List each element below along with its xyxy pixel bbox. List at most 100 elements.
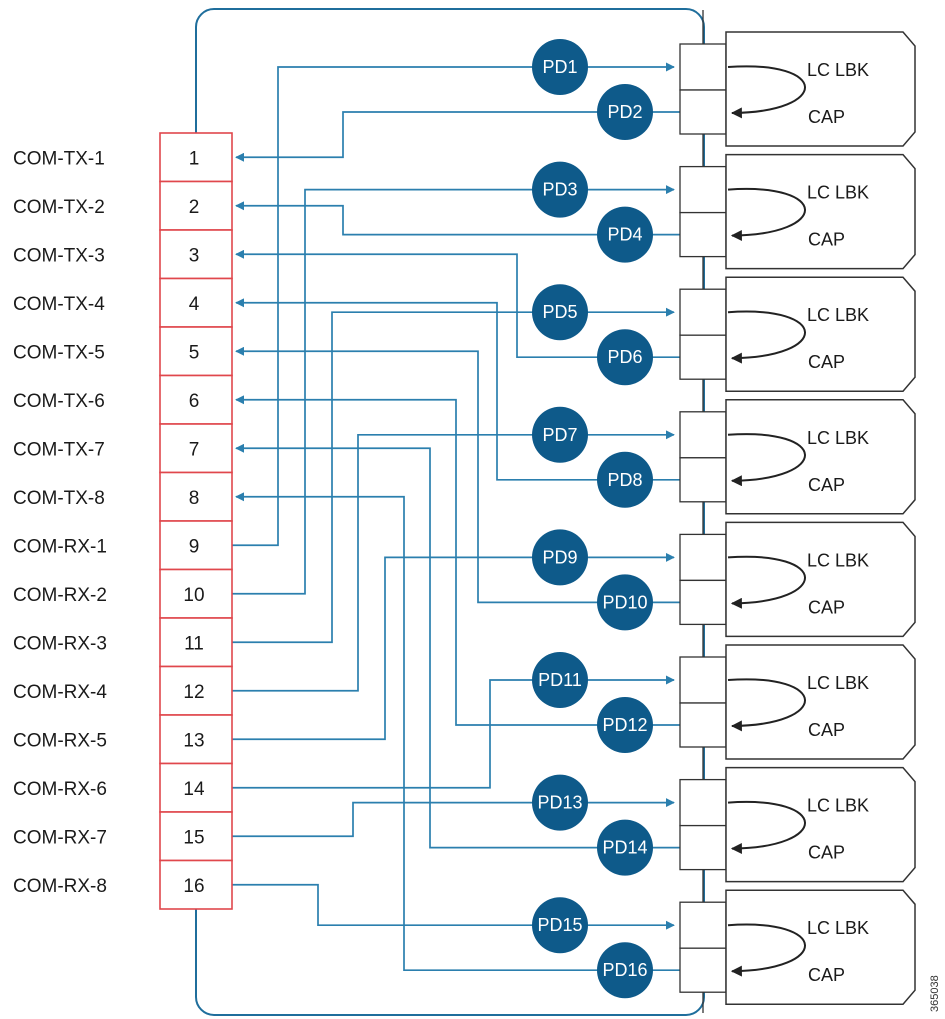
photodiode-circle [532,774,588,831]
photodiode: PD6 [597,329,653,386]
cap-label: CAP [808,107,845,127]
port-number: 7 [189,439,200,460]
loopback-arrow [727,555,806,609]
photodiode-label: PD2 [607,102,642,122]
photodiode: PD10 [597,574,653,631]
connector-top [679,656,727,704]
cap-label: CAP [808,843,845,863]
connector-bottom [679,947,727,993]
port-label: COM-TX-1 [13,148,105,169]
photodiode-circle [597,574,653,631]
loopback-label: LC LBK [807,550,869,570]
photodiode-circle [532,39,588,95]
rx-to-module-line [232,62,675,547]
connector-top [679,165,727,214]
module-to-tx-line [235,443,680,849]
rx-to-module-line [232,307,675,644]
module-to-tx-line [235,346,680,604]
module-to-tx-line [235,298,680,481]
port-cell [159,811,233,862]
photodiode: PD13 [532,774,588,831]
photodiode-circle [597,819,653,876]
rx-to-module-line [232,552,675,741]
port-label: COM-RX-3 [13,633,107,654]
port-label: COM-TX-5 [13,342,105,363]
cap-label: CAP [808,230,845,250]
module-to-tx-line [235,395,680,726]
photodiode-circle [532,529,588,586]
port-cell [159,277,233,328]
photodiode-label: PD1 [542,57,577,77]
port-cell [159,762,233,813]
module-body [725,153,916,270]
port-number: 5 [189,342,200,363]
photodiode-circle [532,897,588,954]
loopback-arrow [727,800,806,854]
photodiode-circle [532,406,588,463]
port-number: 12 [183,682,204,703]
loopback-arrow [727,923,806,977]
port-cell [159,665,233,716]
connector-top [679,901,727,949]
port-number: 14 [183,779,205,800]
port-number: 8 [189,488,200,509]
photodiode-label: PD14 [602,838,647,858]
photodiode: PD15 [532,897,588,954]
module: LC LBK CAP [679,153,916,270]
port-label: COM-RX-5 [13,730,107,751]
loopback-label: LC LBK [807,183,869,203]
photodiode-circle [532,284,588,341]
cap-label: CAP [808,352,845,372]
fiber-connections [232,62,680,972]
port-number: 16 [183,876,204,897]
loopback-arrow [727,187,806,241]
rx-to-module-line [232,185,675,595]
figure-id: 365038 [929,975,941,1012]
photodiode-label: PD5 [542,302,577,322]
photodiode-circle [597,942,653,999]
cap-label: CAP [808,597,845,617]
module-body [725,276,916,392]
port-label: COM-RX-6 [13,779,107,800]
port-label: COM-TX-3 [13,245,105,266]
port-number: 1 [189,148,200,169]
photodiode-circle [532,652,588,708]
port-label: COM-RX-4 [13,682,107,703]
loopback-arrow [727,310,806,364]
port-label: COM-RX-1 [13,536,107,557]
module-to-tx-line [235,111,680,162]
loopback-label: LC LBK [807,60,869,80]
photodiode-label: PD6 [607,347,642,367]
photodiode-circles: PD1PD2PD3PD4PD5PD6PD7PD8PD9PD10PD11PD12P… [532,39,653,999]
loopback-arrow [727,433,806,487]
photodiode-label: PD16 [602,960,647,980]
connector-top [679,43,727,91]
loopback-label: LC LBK [807,796,869,816]
photodiode-label: PD11 [538,670,582,690]
module-body [725,766,916,883]
loopback-arrow [727,65,806,119]
port-cell [159,714,233,765]
photodiode: PD11 [532,652,588,708]
port-label: COM-RX-2 [13,585,107,606]
port-label: COM-TX-2 [13,197,105,218]
connector-top [679,411,727,459]
module: LC LBK CAP [679,766,916,883]
rx-to-module-line [232,798,675,838]
photodiode: PD14 [597,819,653,876]
photodiode: PD3 [532,161,588,218]
photodiode-label: PD15 [537,915,582,935]
photodiode-circle [532,161,588,218]
port-cell [159,374,233,425]
module-body [725,31,916,147]
photodiode-circle [597,84,653,140]
photodiode-label: PD4 [607,225,642,245]
photodiode: PD4 [597,206,653,263]
connector-bottom [679,457,727,503]
connector-bottom [679,334,727,380]
photodiode: PD8 [597,451,653,508]
port-number: 4 [189,294,200,315]
module: LC LBK CAP [679,521,916,638]
